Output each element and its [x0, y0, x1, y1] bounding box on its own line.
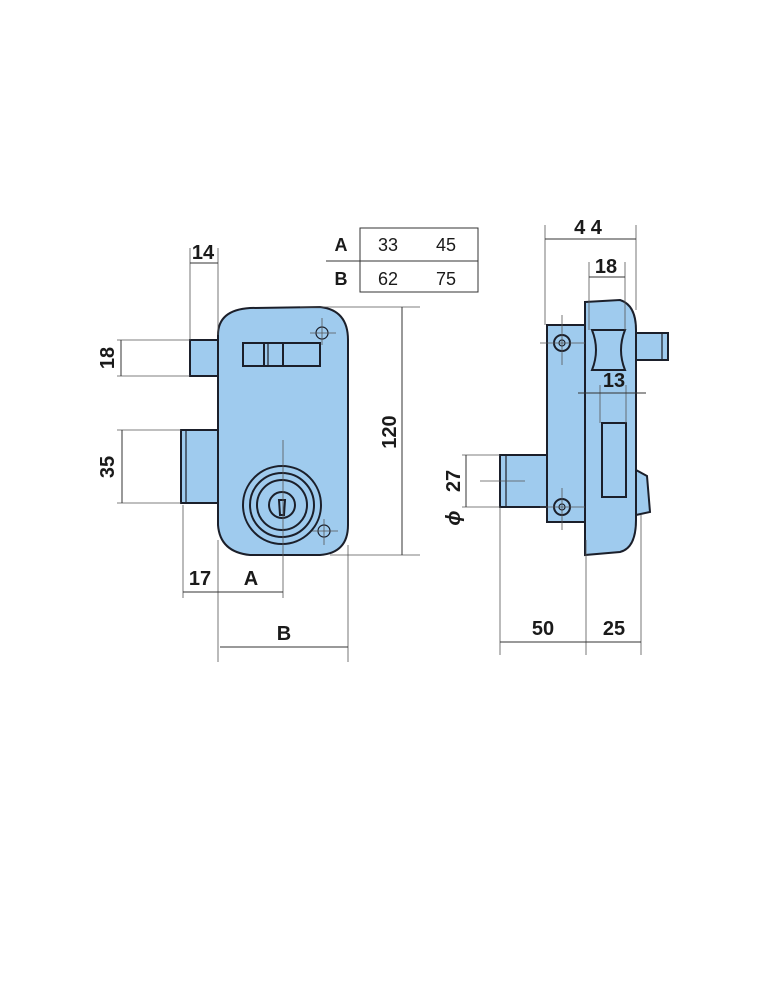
table-cell: 62: [378, 269, 398, 289]
front-view: [180, 305, 349, 556]
dim-18-roller: 18: [595, 256, 617, 278]
dim-50: 50: [532, 618, 554, 640]
dim-14: 14: [192, 242, 215, 264]
table-cell: 45: [436, 235, 456, 255]
diameter-symbol: ϕ: [443, 510, 465, 525]
dim-b: B: [277, 623, 291, 645]
cylinder-ring: [268, 491, 296, 519]
latch-slot: [601, 422, 627, 498]
dim-120: 120: [379, 415, 401, 448]
dim-44: 4 4: [574, 217, 603, 239]
mounting-plate: [546, 324, 586, 523]
dim-27: 27: [443, 470, 465, 492]
dimension-table: A 33 45 B 62 75: [326, 227, 479, 293]
cylinder: [242, 465, 322, 545]
dim-a: A: [244, 568, 258, 590]
front-dimensions: 14 18 35 120 17 A B: [97, 242, 420, 662]
lock-body: [217, 305, 349, 556]
dim-35: 35: [97, 456, 119, 478]
dim-17: 17: [189, 568, 211, 590]
upper-bolt: [189, 339, 221, 377]
cylinder-ring: [242, 465, 322, 545]
side-bolt: [635, 332, 669, 361]
table-row-a-label: A: [335, 235, 348, 255]
roller: [590, 329, 627, 371]
side-view: [480, 298, 669, 557]
dim-18: 18: [97, 347, 119, 369]
side-dimensions: 4 4 18 13 27 ϕ 50 25: [443, 217, 646, 655]
dim-13: 13: [603, 370, 625, 392]
table-row-b-label: B: [335, 269, 348, 289]
cylinder-ring: [256, 479, 308, 531]
table-cell: 75: [436, 269, 456, 289]
indicator-window: [242, 342, 321, 367]
cylinder-ring: [249, 472, 315, 538]
table-cell: 33: [378, 235, 398, 255]
lower-flange: [635, 468, 652, 517]
dim-25: 25: [603, 618, 625, 640]
lower-bolt: [180, 429, 221, 504]
lock-case: [584, 298, 637, 557]
